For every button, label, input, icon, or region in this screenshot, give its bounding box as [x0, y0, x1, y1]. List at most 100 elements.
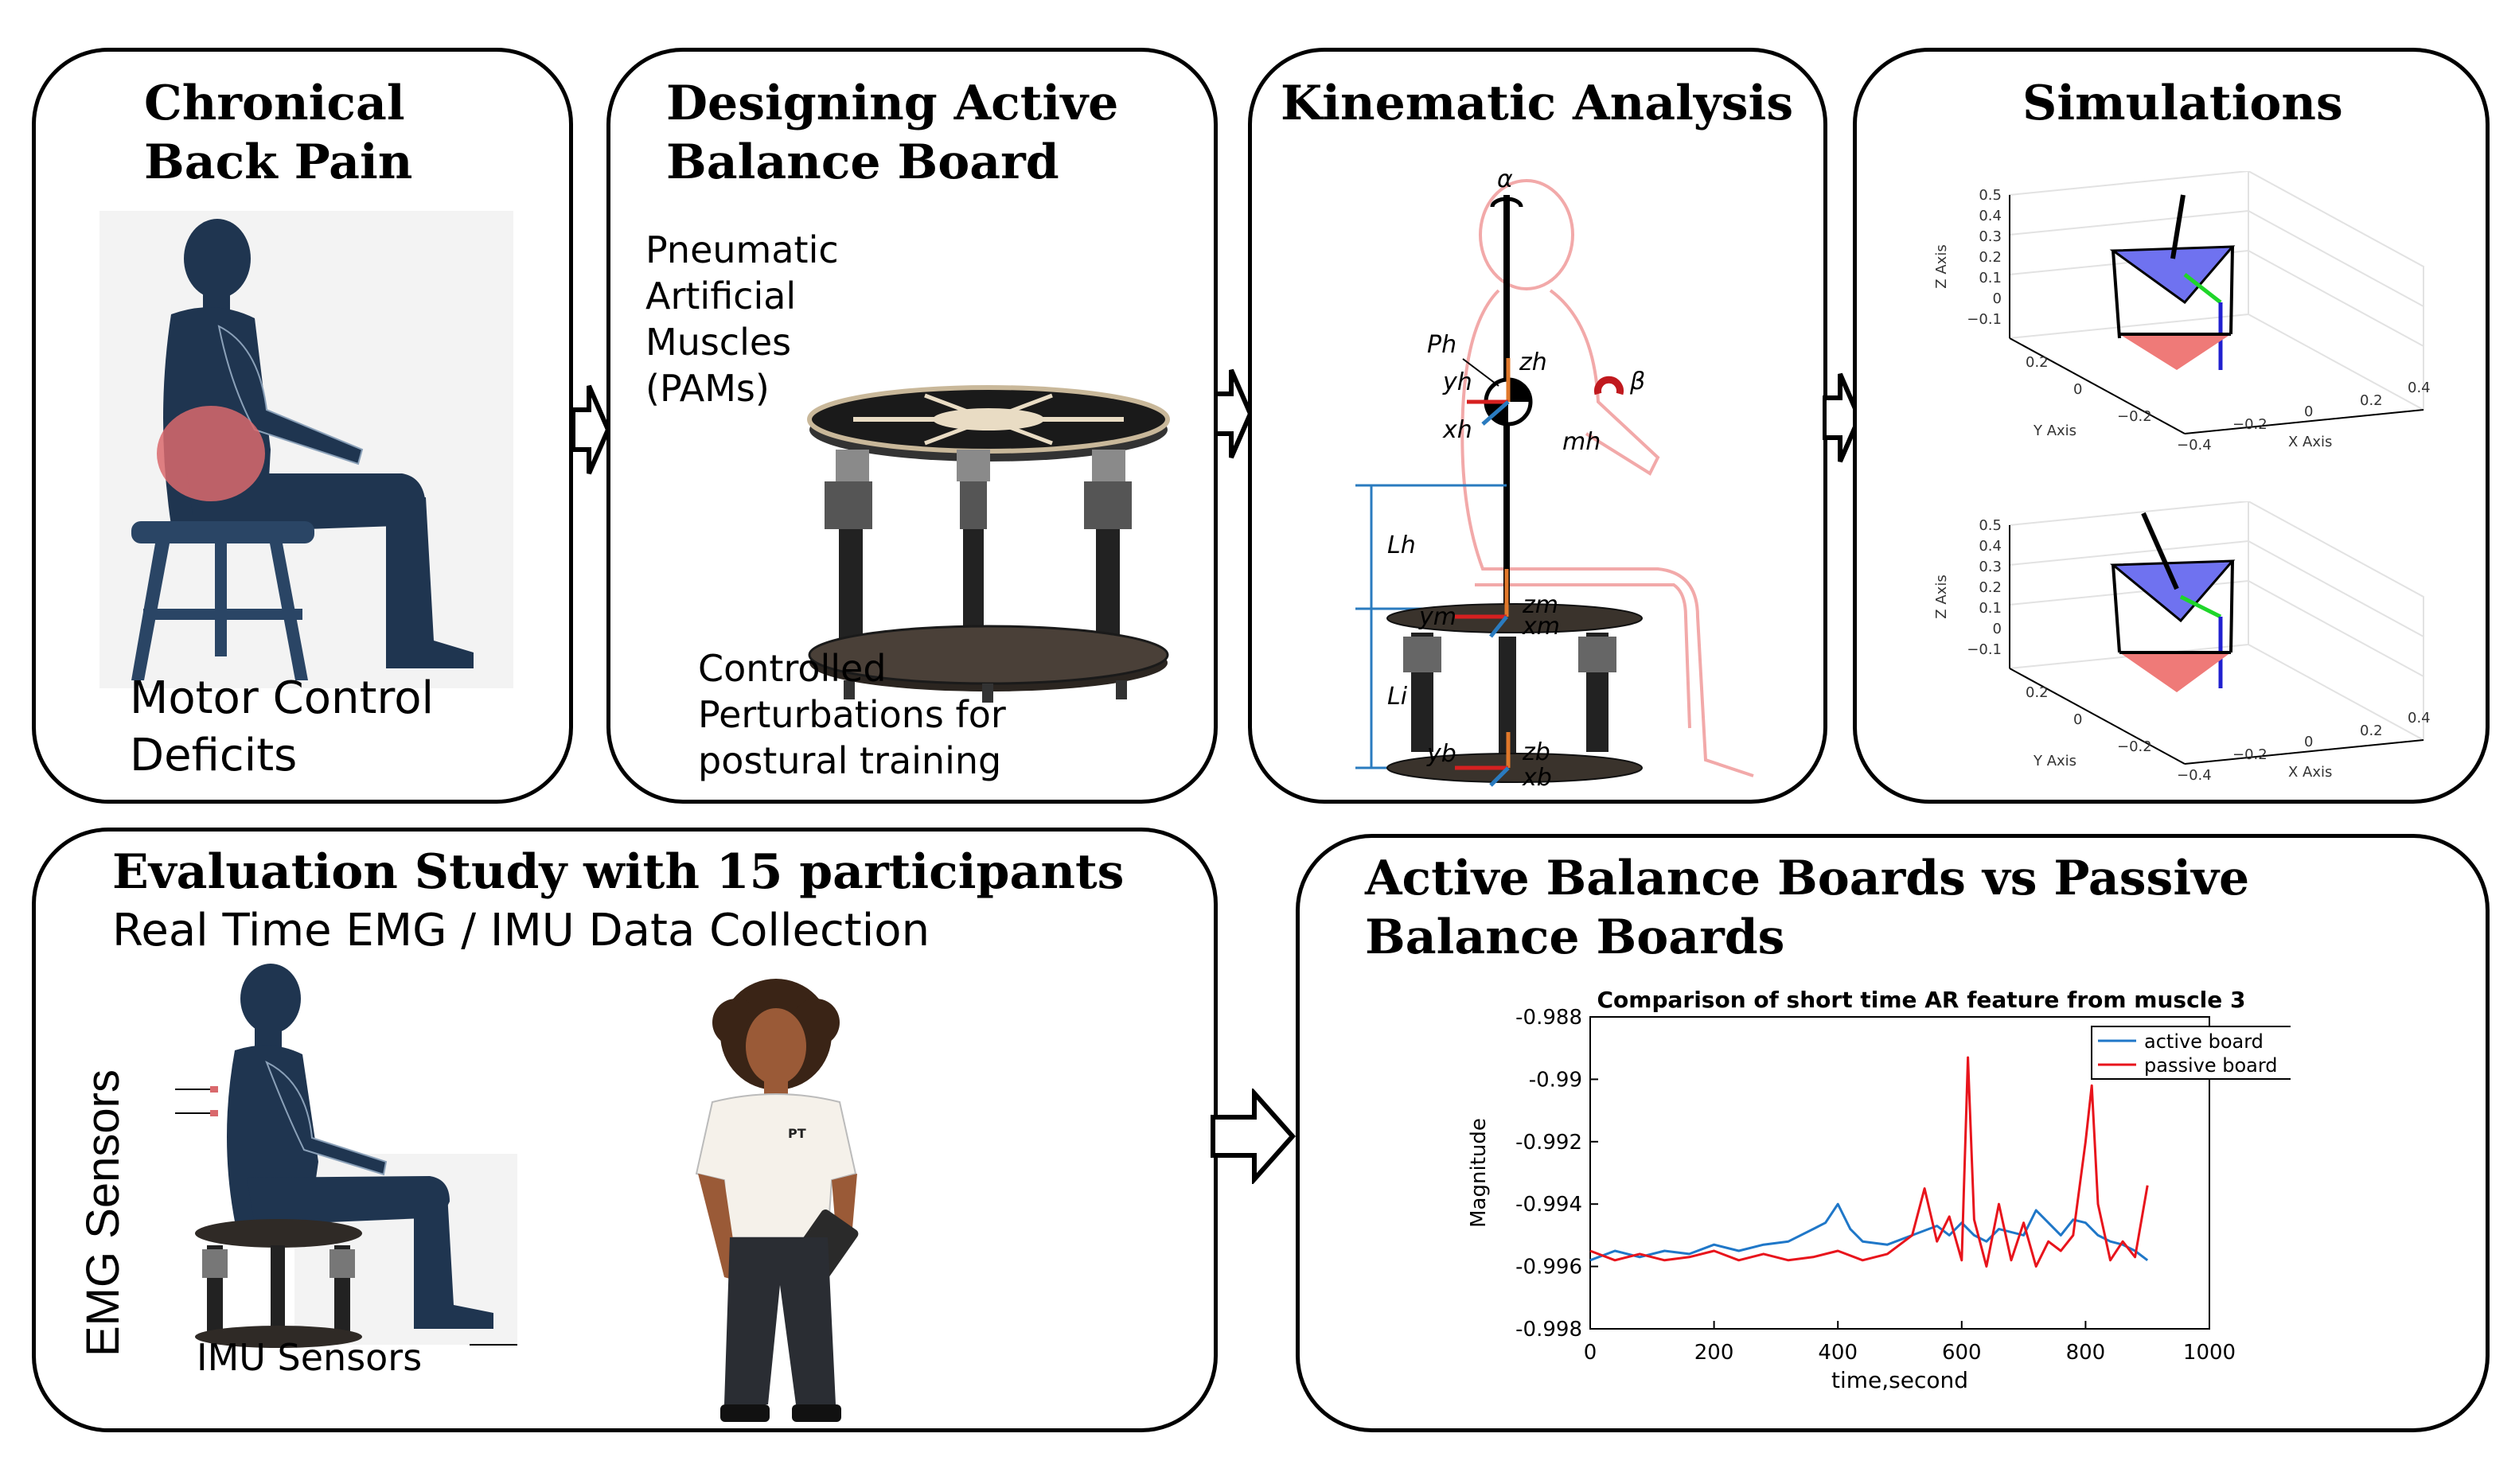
pam-label-line-1: Pneumatic	[645, 228, 839, 271]
panel-caption-line-1: Motor Control	[130, 672, 435, 724]
z-tick: 0.4	[1979, 538, 2002, 555]
panel-back-pain: Chronical Back Pain Motor Control Defici…	[32, 48, 573, 804]
z-tick: 0.1	[1979, 270, 2002, 286]
symbol-Lh: Lh	[1387, 532, 1416, 559]
y-tick-label: -0.998	[1515, 1318, 1582, 1342]
y-tick: 0.2	[2026, 684, 2049, 701]
panel-title-line-1: Chronical	[144, 76, 405, 131]
simulation-plot: 0.5 0.4 0.3 0.2 0.1 0 −0.1 Z Axis 0.2 0 …	[1933, 171, 2431, 454]
x-tick-label: 800	[2066, 1341, 2106, 1365]
symbol-zm: zm	[1522, 591, 1558, 619]
chart-legend: active board passive board	[2091, 1026, 2291, 1080]
symbol-yh: yh	[1442, 368, 1472, 396]
y-axis-label: Magnitude	[1467, 1118, 1491, 1228]
z-tick: −0.1	[1967, 311, 2002, 328]
panel-title: Simulations	[2022, 76, 2343, 131]
y-tick-label: -0.992	[1515, 1131, 1582, 1155]
y-tick: 0	[2073, 711, 2082, 728]
x-tick-label: 1000	[2183, 1341, 2236, 1365]
z-tick: 0.3	[1979, 228, 2002, 245]
z-tick: 0.2	[1979, 249, 2002, 266]
x-axis-label: time,second	[1831, 1367, 1968, 1393]
pt-badge: PT	[788, 1126, 806, 1141]
pam-label-line-3: Muscles	[645, 321, 792, 364]
kinematic-diagram: α zh yh xh Ph mh β Lh Li zm ym xm	[1355, 171, 1754, 792]
y-axis-label: Y Axis	[2033, 753, 2076, 769]
y-tick: 0	[2073, 381, 2082, 398]
z-tick: 0.4	[1979, 208, 2002, 224]
y-tick-label: -0.996	[1515, 1256, 1582, 1280]
x-tick: 0.4	[2408, 380, 2431, 396]
legend-active: active board	[2144, 1030, 2264, 1053]
seated-person-illustration	[99, 211, 513, 688]
symbol-alpha: α	[1497, 171, 1513, 193]
z-tick: 0	[1993, 290, 2002, 307]
x-tick: 0.2	[2360, 723, 2383, 739]
y-tick-label: -0.994	[1515, 1193, 1582, 1217]
panel-title: Kinematic Analysis	[1281, 76, 1794, 131]
y-tick-label: -0.988	[1515, 1006, 1582, 1030]
z-tick: 0.5	[1979, 517, 2002, 534]
flow-arrow-right	[1823, 372, 1862, 463]
y-tick: −0.2	[2117, 408, 2152, 425]
simulation-plot: 0.5 0.4 0.3 0.2 0.1 0 −0.1 Z Axis 0.2 0 …	[1933, 501, 2431, 784]
y-tick-label: -0.99	[1529, 1068, 1582, 1092]
z-tick: 0.3	[1979, 559, 2002, 575]
panel-simulations: Simulations 0.5 0.4 0.3 0.2 0.1 0 −0.1 Z…	[1853, 48, 2490, 804]
flow-arrow-right	[1214, 368, 1254, 459]
panel-evaluation: Evaluation Study with 15 participants Re…	[32, 828, 1218, 1432]
flow-arrow-right	[571, 384, 611, 475]
panel-comparison: Active Balance Boards vs Passive Balance…	[1296, 834, 2490, 1432]
x-tick: 0	[2304, 403, 2313, 420]
symbol-zh: zh	[1519, 349, 1547, 376]
x-tick: 0.4	[2408, 710, 2431, 726]
pam-label-line-2: Artificial	[645, 275, 797, 317]
x-tick-label: 0	[1584, 1341, 1597, 1365]
x-tick: 0.2	[2360, 392, 2383, 409]
perturb-label-line-1: Controlled	[698, 647, 887, 690]
balance-board-render	[807, 385, 1170, 703]
panel-title-line-2: Back Pain	[144, 134, 413, 190]
x-tick: −0.2	[2232, 416, 2267, 433]
legend-passive: passive board	[2144, 1054, 2278, 1077]
y-tick: 0.2	[2026, 354, 2049, 371]
symbol-zb: zb	[1522, 738, 1550, 766]
panel-kinematic: Kinematic Analysis α zh yh xh Ph mh β	[1248, 48, 1827, 804]
symbol-mh: mh	[1562, 428, 1601, 456]
pain-area	[157, 406, 265, 501]
symbol-ym: ym	[1418, 603, 1456, 631]
z-axis-label: Z Axis	[1933, 244, 1950, 288]
perturb-label-line-3: postural training	[698, 739, 1002, 782]
x-tick: −0.4	[2177, 437, 2212, 454]
x-tick-label: 400	[1818, 1341, 1858, 1365]
z-tick: 0.2	[1979, 579, 2002, 596]
panel-subtitle: Real Time EMG / IMU Data Collection	[112, 905, 930, 956]
pam-label-line-4: (PAMs)	[645, 367, 770, 410]
z-tick: 0.1	[1979, 600, 2002, 617]
chart-title: Comparison of short time AR feature from…	[1597, 987, 2246, 1013]
symbol-yb: yb	[1426, 740, 1456, 768]
symbol-xm: xm	[1522, 613, 1560, 641]
z-tick: −0.1	[1967, 641, 2002, 658]
ar-feature-line-chart: Comparison of short time AR feature from…	[1467, 987, 2291, 1393]
seated-participant-illustration	[175, 964, 517, 1348]
y-tick: −0.2	[2117, 738, 2152, 755]
symbol-xb: xb	[1522, 764, 1552, 792]
z-tick: 0.5	[1979, 187, 2002, 204]
x-axis-label: X Axis	[2288, 764, 2332, 781]
y-axis-label: Y Axis	[2033, 423, 2076, 439]
symbol-xh: xh	[1442, 416, 1472, 444]
x-tick: 0	[2304, 734, 2313, 750]
x-tick-label: 600	[1942, 1341, 1982, 1365]
panel-title-line-2: Balance Boards	[1365, 909, 1785, 965]
series-passive-board-line	[1589, 1056, 2149, 1268]
panel-title-line-2: Balance Board	[666, 134, 1059, 190]
x-tick: −0.2	[2232, 746, 2267, 763]
physical-therapist-illustration: PT	[695, 979, 859, 1422]
symbol-Li: Li	[1387, 683, 1408, 711]
perturb-label-line-2: Perturbations for	[698, 693, 1006, 736]
panel-design: Designing Active Balance Board Pneumatic…	[606, 48, 1218, 804]
x-axis-label: X Axis	[2288, 434, 2332, 450]
panel-caption-line-2: Deficits	[130, 730, 298, 781]
panel-title-line-1: Active Balance Boards vs Passive	[1365, 851, 2250, 906]
